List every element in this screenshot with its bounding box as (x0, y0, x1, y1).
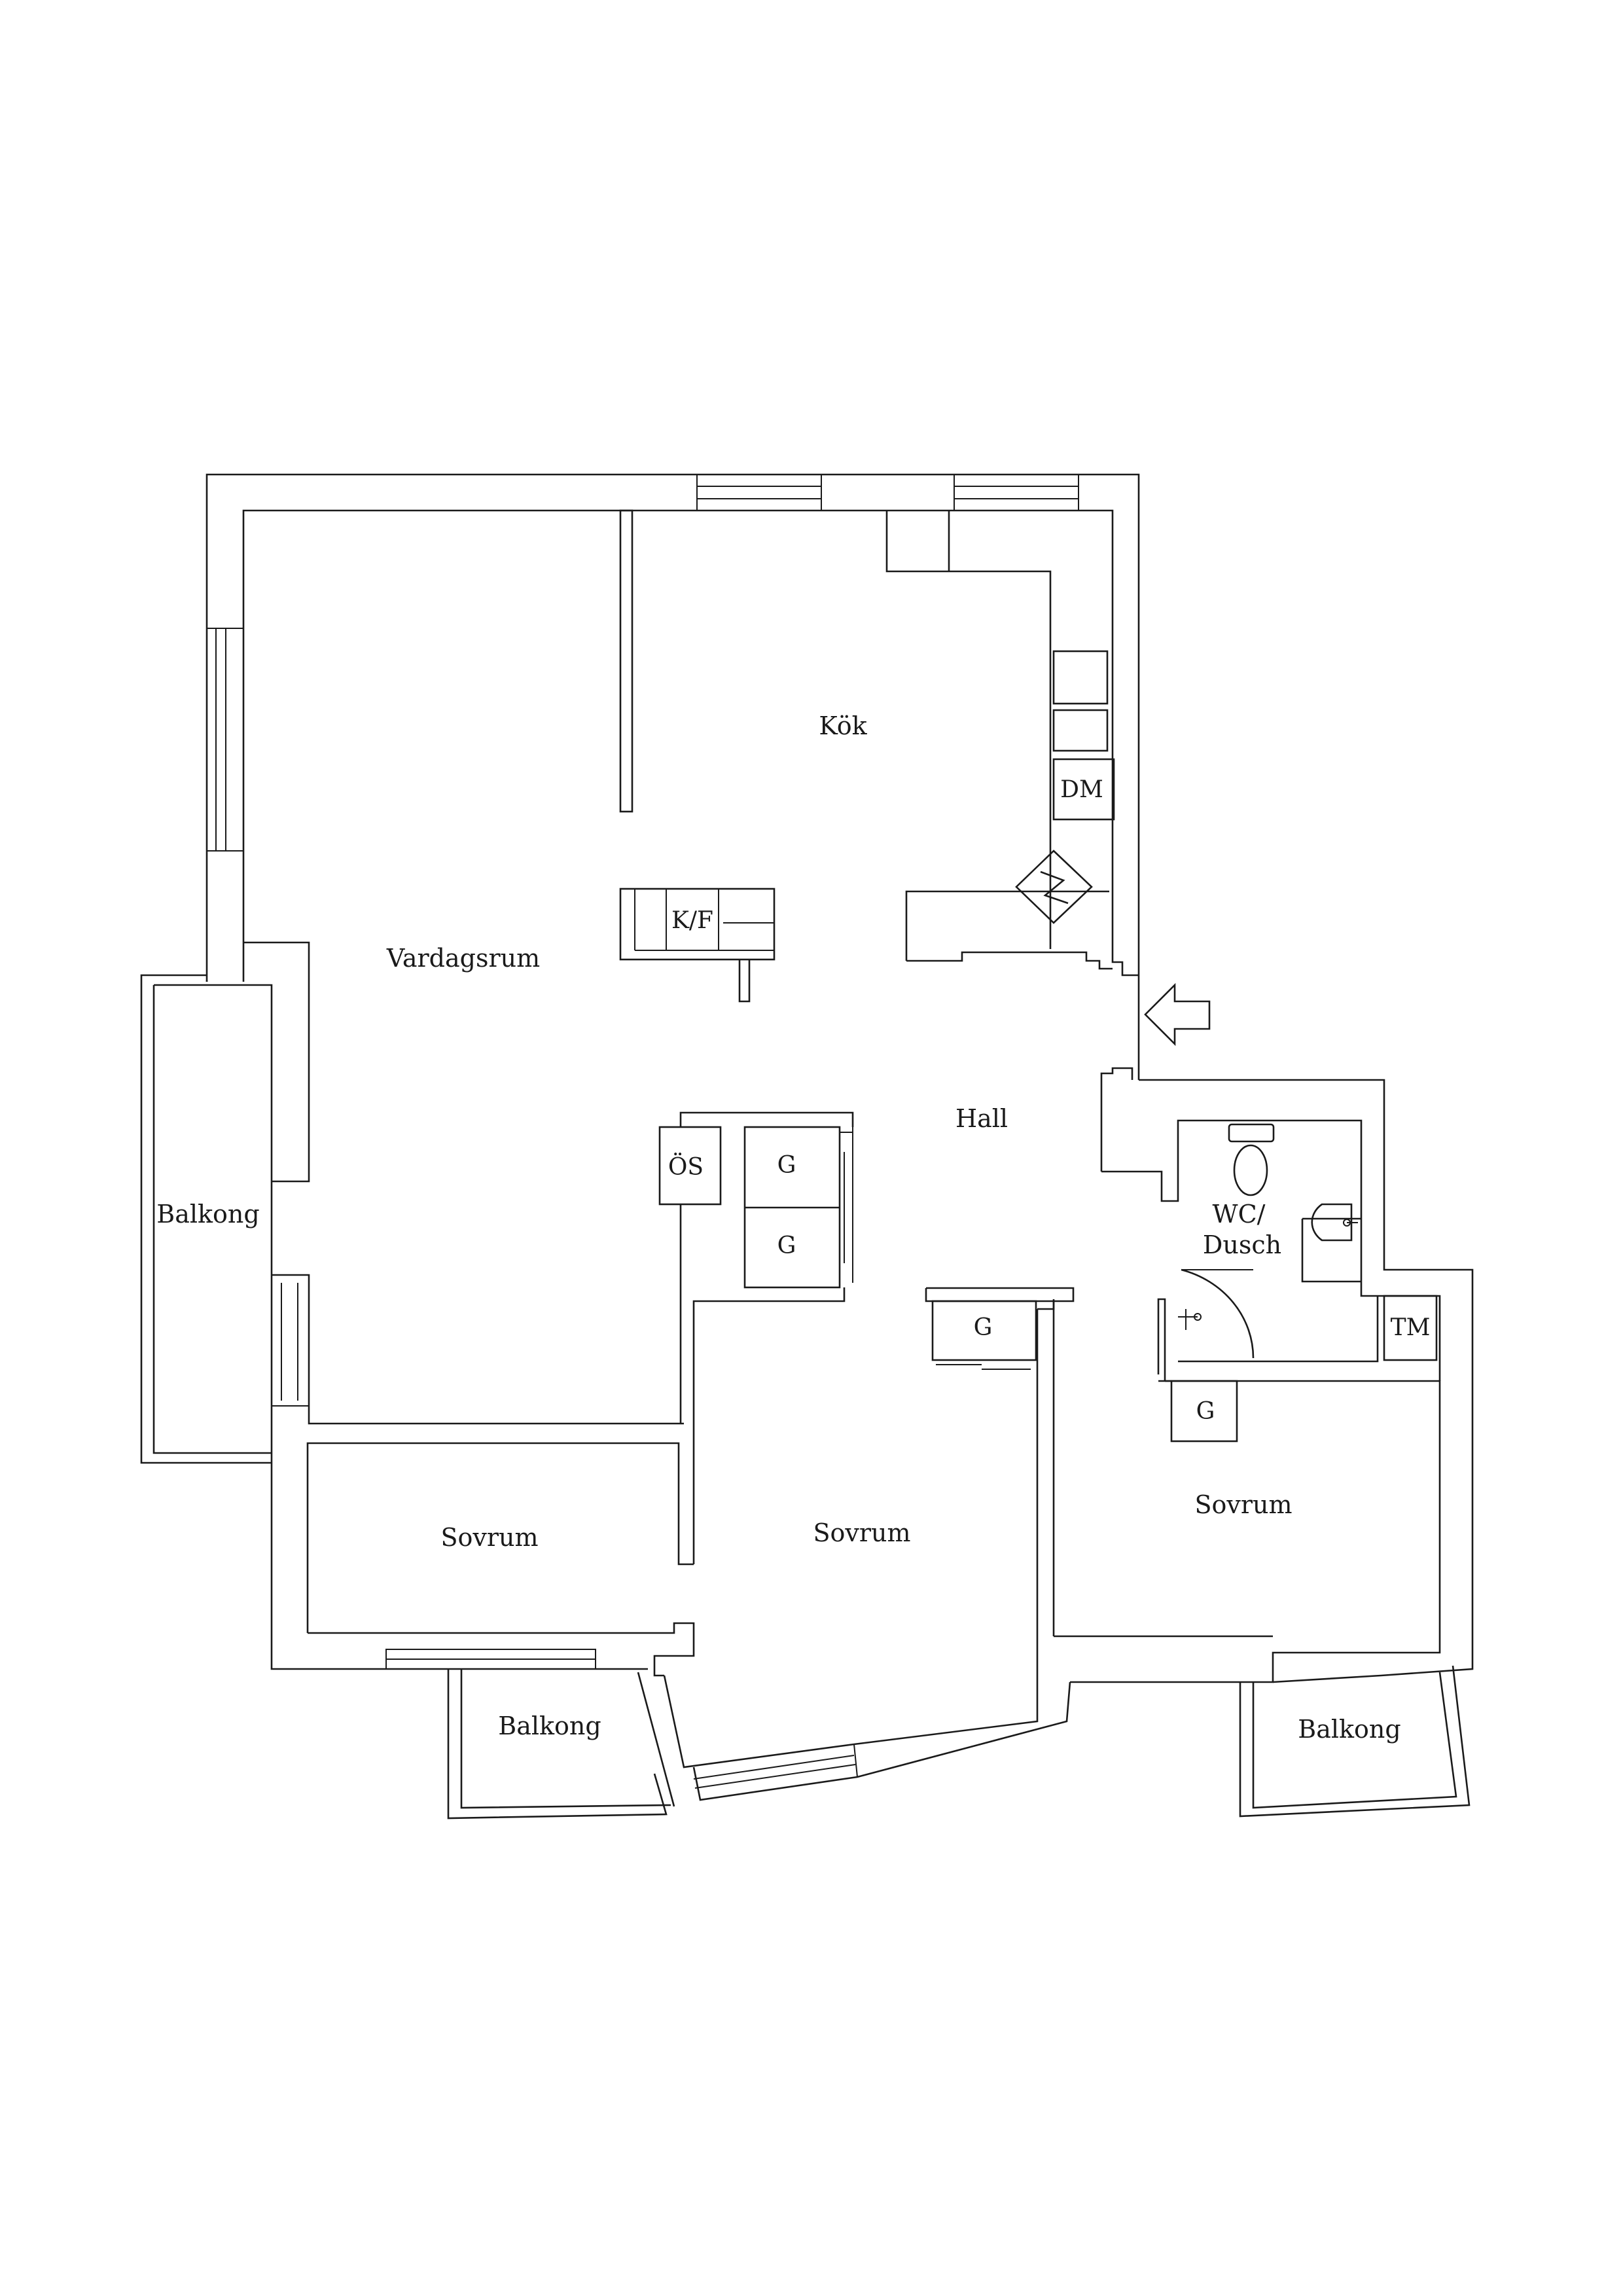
fixture-label-dishwasher: DM (1060, 776, 1103, 803)
room-label-hall: Hall (955, 1104, 1008, 1133)
fixture-label-wardrobe-hall-1: G (777, 1152, 796, 1179)
room-label-balcony-bottom-right: Balkong (1298, 1715, 1400, 1744)
outer-walls (205, 473, 1474, 1801)
fixture-label-wardrobe-hall-2: G (777, 1232, 796, 1259)
fixture-label-fridge-freezer: K/F (671, 907, 713, 934)
stove-icon (1015, 850, 1093, 924)
interior-walls (619, 509, 1441, 1564)
room-label-living-room: Vardagsrum (386, 944, 540, 973)
fixture-label-overhead-storage: ÖS (668, 1153, 704, 1181)
sink-icon (1311, 1203, 1358, 1242)
room-label-bedroom-right: Sovrum (1194, 1490, 1292, 1519)
toilet-icon (1228, 1123, 1275, 1196)
room-label-bedroom-left: Sovrum (440, 1523, 538, 1552)
entrance-arrow-icon (1144, 982, 1211, 1047)
fixture-label-wardrobe-middle: G (974, 1314, 993, 1341)
room-label-kitchen: Kök (819, 711, 867, 740)
balconies (140, 974, 1471, 1820)
room-label-bedroom-middle: Sovrum (813, 1518, 910, 1547)
fixture-labels: DM K/F ÖS G G G G TM (668, 776, 1431, 1425)
room-label-shower: Dusch (1203, 1230, 1281, 1259)
fixture-label-washing-machine: TM (1391, 1314, 1431, 1341)
room-label-wc: WC/ (1213, 1200, 1266, 1229)
fixture-label-wardrobe-right: G (1196, 1398, 1215, 1425)
room-label-balcony-bottom-left: Balkong (498, 1712, 601, 1740)
room-labels: Kök Vardagsrum Hall WC/ Dusch Sovrum Sov… (156, 711, 1400, 1744)
room-label-balcony-left: Balkong (156, 1200, 259, 1229)
shower-icon (1178, 1268, 1255, 1359)
